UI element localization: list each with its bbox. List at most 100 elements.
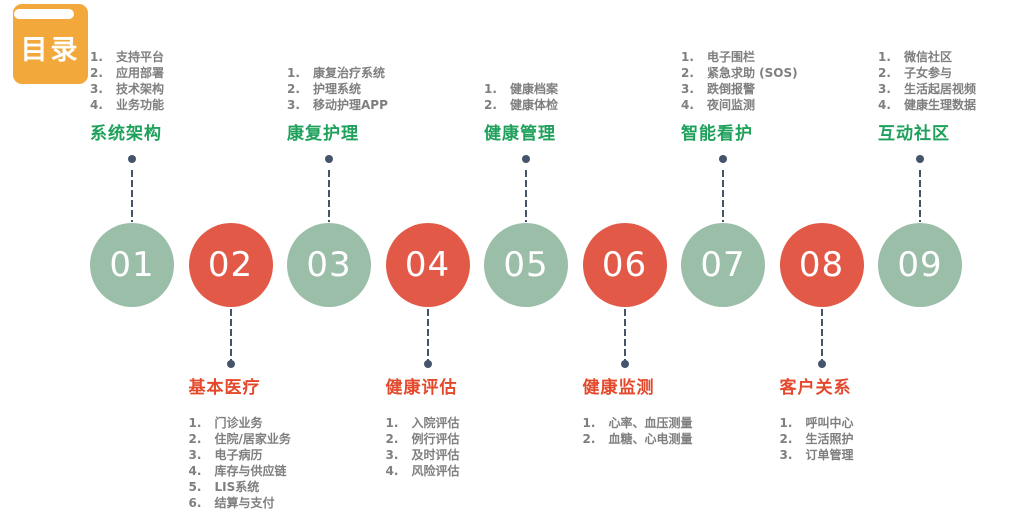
list-item-number: 2. xyxy=(681,66,694,80)
list-item-number: 2. xyxy=(188,432,202,446)
connector-dot xyxy=(620,360,629,368)
list-item: 1. 健康档案 xyxy=(484,81,684,97)
list-item-text: 支持平台 xyxy=(116,50,165,64)
list-item: 2.例行评估 xyxy=(386,431,586,447)
connector-line xyxy=(623,309,626,361)
list-item-number: 2. xyxy=(385,432,399,446)
connector-line xyxy=(525,170,527,222)
list-item-text: 及时评估 xyxy=(411,448,460,462)
list-item-number: 1. xyxy=(878,50,891,64)
list-item-number: 2. xyxy=(582,432,596,446)
list-item-text: 技术架构 xyxy=(116,82,165,96)
section-title: 客户关系 xyxy=(779,378,852,398)
list-item-number: 2. xyxy=(779,432,793,446)
list-item: 2.住院/居家业务 xyxy=(189,431,389,447)
list-item: 1. 心率、血压测量 xyxy=(583,415,783,431)
list-item-number: 5. xyxy=(188,480,202,494)
list-item-text: 心率、血压测量 xyxy=(608,416,693,430)
list-item-number: 6. xyxy=(188,496,202,510)
list-item-text: 门诊业务 xyxy=(214,416,263,430)
list-item: 2. 生活照护 xyxy=(780,431,980,447)
list-item-number: 3. xyxy=(385,448,399,462)
list-item-text: 跌倒报警 xyxy=(707,82,756,96)
connector-dot xyxy=(817,360,826,368)
list-item: 2. 护理系统 xyxy=(287,81,487,97)
list-item: 1.电子围栏 xyxy=(681,49,881,65)
step-circle-01: 01 xyxy=(90,223,174,307)
section-title: 基本医疗 xyxy=(188,378,261,398)
list-item-text: 紧急求助 (SOS) xyxy=(707,66,798,80)
list-item-number: 2. xyxy=(287,82,300,96)
connector-dot xyxy=(128,155,136,163)
step-number: 01 xyxy=(109,245,155,285)
list-item: 3.订单管理 xyxy=(780,447,980,463)
list-item: 2. 血糖、心电测量 xyxy=(583,431,783,447)
list-item: 5. LIS系统 xyxy=(189,479,389,495)
list-item-number: 1. xyxy=(188,416,202,430)
list-item: 6. 结算与支付 xyxy=(189,495,389,511)
list-item: 1.呼叫中心 xyxy=(780,415,980,431)
list-item-text: 风险评估 xyxy=(411,464,460,478)
list-item-text: 生活起居视频 xyxy=(904,82,977,96)
list-item-text: 生活照护 xyxy=(805,432,854,446)
list-item-text: 结算与支付 xyxy=(214,496,275,510)
list-item-number: 4. xyxy=(878,98,891,112)
list-item-text: 夜间监测 xyxy=(707,98,756,112)
list-item-text: 业务功能 xyxy=(116,98,165,112)
step-number: 06 xyxy=(601,245,648,285)
list-item-number: 1. xyxy=(779,416,793,430)
list-item-number: 4. xyxy=(90,98,103,112)
step-circle-07: 07 xyxy=(681,223,765,307)
list-item-text: LIS系统 xyxy=(214,480,260,494)
list-item-text: 护理系统 xyxy=(313,82,362,96)
list-item-number: 2. xyxy=(90,66,103,80)
list-item-text: 电子病历 xyxy=(214,448,263,462)
connector-dot xyxy=(226,360,235,368)
list-item-text: 血糖、心电测量 xyxy=(608,432,693,446)
list-item-text: 库存与供应链 xyxy=(214,464,287,478)
list-item-number: 3. xyxy=(188,448,202,462)
step-circle-02: 02 xyxy=(188,223,273,307)
list-item-number: 3. xyxy=(779,448,793,462)
connector-line xyxy=(722,170,724,222)
section-title: 康复护理 xyxy=(287,124,359,144)
list-item-number: 1. xyxy=(582,416,596,430)
list-item: 3.生活起居视频 xyxy=(878,81,1024,97)
step-number: 05 xyxy=(503,245,549,285)
list-item-number: 4. xyxy=(385,464,399,478)
list-item-text: 移动护理APP xyxy=(313,98,388,112)
step-number: 02 xyxy=(207,245,254,285)
list-item: 3. 跌倒报警 xyxy=(681,81,881,97)
list-item: 4. 风险评估 xyxy=(386,463,586,479)
list-item-number: 1. xyxy=(484,82,497,96)
connector-line xyxy=(820,309,823,361)
section-title: 健康监测 xyxy=(582,378,655,398)
list-item-text: 健康档案 xyxy=(510,82,559,96)
list-item-number: 1. xyxy=(90,50,103,64)
toc-book-slot xyxy=(14,9,74,19)
step-circle-04: 04 xyxy=(385,223,470,307)
list-item: 4.夜间监测 xyxy=(681,97,881,113)
list-item-number: 1. xyxy=(385,416,399,430)
list-item-number: 3. xyxy=(681,82,694,96)
list-item-number: 2. xyxy=(878,66,891,80)
list-item: 1.微信社区 xyxy=(878,49,1024,65)
step-circle-06: 06 xyxy=(582,223,667,307)
section-title: 健康管理 xyxy=(484,124,556,144)
list-item: 3.技术架构 xyxy=(90,81,290,97)
list-item-text: 健康体检 xyxy=(510,98,559,112)
list-item: 2.应用部署 xyxy=(90,65,290,81)
connector-line xyxy=(131,170,133,222)
list-item: 4.健康生理数据 xyxy=(878,97,1024,113)
